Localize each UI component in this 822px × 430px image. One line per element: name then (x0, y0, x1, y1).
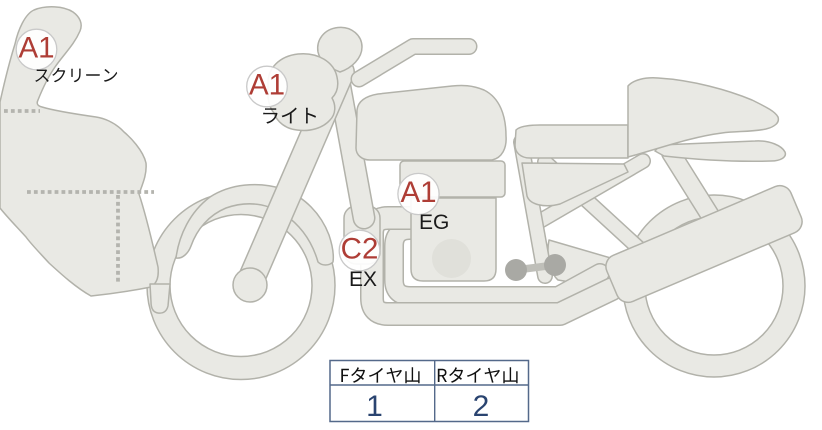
svg-text:EX: EX (349, 268, 377, 291)
svg-text:1: 1 (366, 390, 383, 423)
svg-text:C2: C2 (341, 233, 379, 266)
svg-text:A1: A1 (400, 176, 436, 209)
svg-text:EG: EG (419, 211, 449, 234)
svg-text:2: 2 (473, 390, 490, 423)
svg-text:A1: A1 (18, 32, 54, 65)
svg-text:A1: A1 (249, 69, 285, 102)
